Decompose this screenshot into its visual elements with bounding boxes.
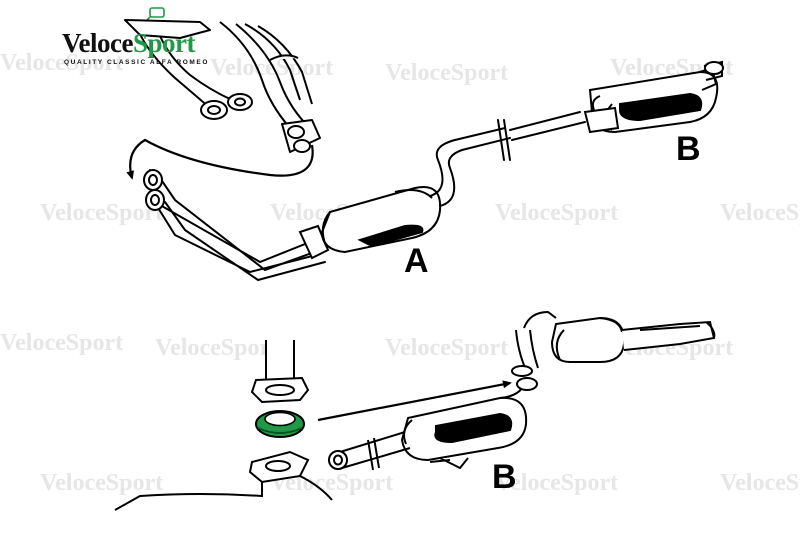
logo-word-veloce: Veloce [62,28,133,58]
logo-word-sport: Sport [132,28,196,58]
rear-silencer-bottom [328,377,538,471]
downpipe-stub [250,340,310,404]
label-b-top: B [676,130,701,168]
logo-wordmark: VeloceSport [62,28,196,59]
exhaust-manifold [124,19,321,153]
arrow-manifold-to-downpipe [126,138,314,180]
seal-ring [255,410,305,438]
front-pipe-assembly [143,169,330,282]
mid-pipe [429,111,586,207]
lower-flange [114,450,333,511]
middle-silencer [320,186,442,254]
veloce-sport-logo: VeloceSport QUALITY CLASSIC ALFA ROMEO [58,22,248,72]
tailpipe-silencer [511,310,716,377]
rear-silencer-top [583,60,724,134]
label-a: A [404,242,429,280]
logo-tagline: QUALITY CLASSIC ALFA ROMEO [64,59,209,66]
label-b-bottom: B [492,458,517,496]
arrow-to-rear-assembly [317,380,512,422]
